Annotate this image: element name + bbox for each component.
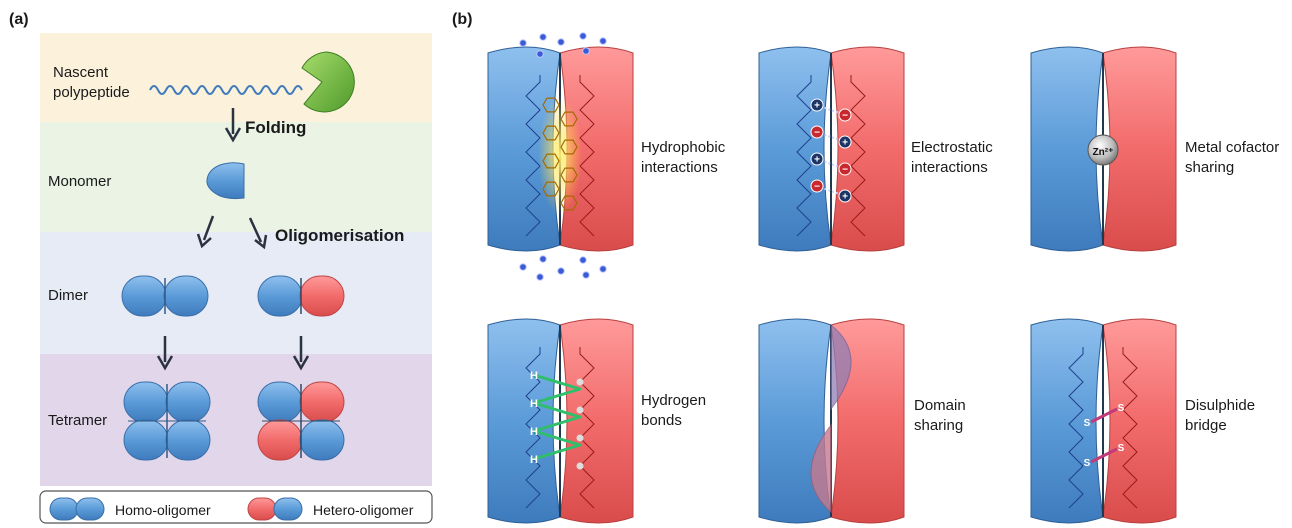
label-electrostatic-2: interactions [911,159,988,176]
label-metal-1: Metal cofactor [1185,139,1279,156]
nascent-label-2: polypeptide [53,84,130,101]
folding-arrowhead [224,127,242,143]
h-atom: H [530,370,538,382]
tetramer-label: Tetramer [48,412,107,429]
charge-sign: + [842,192,848,203]
interface-hydrogen: H H H H [487,318,634,524]
folding-label: Folding [245,118,306,137]
oligo-arrow-left [202,215,215,241]
monomer-label: Monomer [48,173,111,190]
label-hydrogen-2: bonds [641,412,682,429]
homo-dimer [121,275,209,317]
label-hydrophobic-2: interactions [641,159,718,176]
hetero-tetramer [257,381,345,461]
h-atom: H [530,454,538,466]
label-domain-1: Domain [914,397,966,414]
dimer-label: Dimer [48,287,88,304]
oligo-arrowhead-right [254,234,268,250]
tetramer-arrowhead-left [156,355,174,371]
monomer-shape [206,162,245,200]
nascent-label-1: Nascent [53,64,109,81]
s-atom: S [1084,458,1091,469]
interface-domain [758,318,905,524]
polypeptide-chain [149,85,303,95]
h-atom: H [530,398,538,410]
interface-electrostatic: + − − + + − − + [758,46,905,252]
charge-sign: + [814,101,820,112]
negative-charge [838,108,852,122]
panel-a-label: (a) [9,11,29,28]
band-nascent [40,33,432,122]
oligo-arrow-right [248,217,263,243]
charge-sign: − [842,165,848,176]
legend-hetero: Hetero-oligomer [313,502,414,518]
legend: Homo-oligomer Hetero-oligomer [39,490,433,524]
legend-homo: Homo-oligomer [115,502,211,518]
negative-charge [810,179,824,193]
positive-charge [810,152,824,166]
hetero-dimer [257,275,345,317]
positive-charge [838,189,852,203]
negative-charge [838,162,852,176]
oligomerisation-label: Oligomerisation [275,226,404,245]
label-hydrophobic-1: Hydrophobic [641,139,726,156]
band-tetramer [40,354,432,486]
s-atom: S [1084,418,1091,429]
label-hydrogen-1: Hydrogen [641,392,706,409]
oligo-arrowhead-left [196,233,212,249]
label-disulphide-2: bridge [1185,417,1227,434]
h-atom: H [530,426,538,438]
positive-charge [810,98,824,112]
charge-sign: + [842,138,848,149]
label-electrostatic-1: Electrostatic [911,139,993,156]
band-dimer [40,232,432,354]
panel-b-label: (b) [452,11,472,28]
tetramer-arrowhead-right [292,355,310,371]
s-atom: S [1118,443,1125,454]
charge-sign: − [814,128,820,139]
label-domain-2: sharing [914,417,963,434]
label-disulphide-1: Disulphide [1185,397,1255,414]
interface-disulphide: S S S S [1030,318,1177,524]
negative-charge [810,125,824,139]
interface-hydrophobic [487,32,634,281]
s-atom: S [1118,403,1125,414]
zn-ion-label: Zn²⁺ [1093,147,1114,158]
charge-sign: − [842,111,848,122]
label-metal-2: sharing [1185,159,1234,176]
charge-sign: + [814,155,820,166]
positive-charge [838,135,852,149]
interface-metal: Zn²⁺ [1030,46,1177,252]
homo-tetramer [123,381,211,461]
charge-sign: − [814,182,820,193]
ribosome-icon [301,51,355,113]
